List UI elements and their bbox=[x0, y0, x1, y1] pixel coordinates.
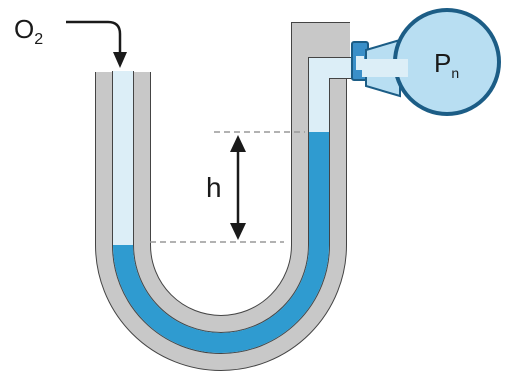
pressure-subscript: n bbox=[451, 65, 459, 81]
pressure-label: Pn bbox=[434, 48, 459, 81]
gas-inflow-arrow bbox=[66, 20, 127, 68]
open-end bbox=[96, 67, 150, 71]
height-arrow bbox=[230, 135, 246, 240]
gas-subscript: 2 bbox=[34, 31, 43, 48]
gas-label: O2 bbox=[14, 14, 43, 48]
pressure-bulb bbox=[362, 8, 501, 116]
u-tube bbox=[95, 22, 352, 371]
liquid-column bbox=[113, 132, 329, 353]
height-label: h bbox=[206, 172, 222, 203]
